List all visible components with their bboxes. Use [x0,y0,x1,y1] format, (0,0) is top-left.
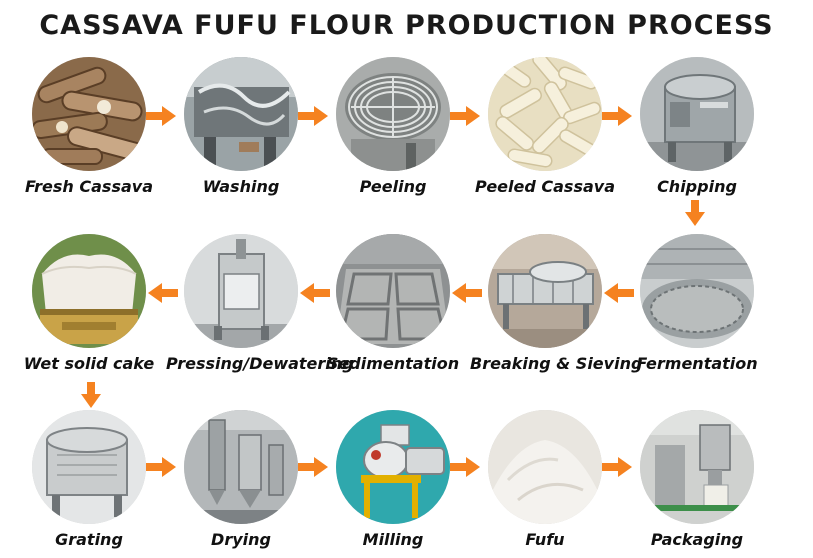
diagram-title: CASSAVA FUFU FLOUR PRODUCTION PROCESS [39,10,774,41]
step-fermentation: Fermentation [622,234,772,373]
step-grating: Grating [14,410,164,549]
step-label: Chipping [657,177,737,196]
step-label: Fresh Cassava [24,177,153,196]
step-packaging: Packaging [622,410,772,549]
step-label: Peeled Cassava [475,177,615,196]
step-label: Packaging [650,530,744,549]
flour-pile-photo [488,410,602,524]
arrow-down-icon [81,382,101,408]
grating-machine-photo [32,410,146,524]
chipping-machine-photo [640,57,754,171]
step-milling: Milling [318,410,468,549]
step-label: Grating [55,530,123,549]
packaging-machine-photo [640,410,754,524]
sedimentation-pool-photo [336,234,450,348]
step-label: Milling [362,530,424,549]
step-peeling: Peeling [318,57,468,196]
fresh-cassava-photo [32,57,146,171]
step-label: Drying [211,530,271,549]
press-machine-photo [184,234,298,348]
step-label: Peeling [359,177,427,196]
step-label: Washing [202,177,280,196]
step-label: Wet solid cake [23,354,155,373]
step-label: Sedimentation [326,354,460,373]
step-fufu: Fufu [470,410,620,549]
step-sedimentation: Sedimentation [318,234,468,373]
step-drying: Drying [166,410,316,549]
wet-cake-photo [32,234,146,348]
sieving-machine-photo [488,234,602,348]
step-label: Breaking & Sieving [470,354,643,373]
washing-machine-photo [184,57,298,171]
step-breaking-sieving: Breaking & Sieving [470,234,643,373]
step-pressing: Pressing/Dewatering [166,234,354,373]
step-chipping: Chipping [622,57,772,196]
dryer-photo [184,410,298,524]
mill-photo [336,410,450,524]
step-washing: Washing [166,57,316,196]
step-label: Fermentation [636,354,758,373]
step-label: Pressing/Dewatering [166,354,354,373]
arrow-down-icon [685,200,705,226]
fermentation-tank-photo [640,234,754,348]
step-peeled-cassava: Peeled Cassava [470,57,620,196]
peeling-drum-photo [336,57,450,171]
step-fresh-cassava: Fresh Cassava [14,57,164,196]
step-wet-solid-cake: Wet solid cake [14,234,164,373]
step-label: Fufu [525,530,565,549]
peeled-cassava-photo [488,57,602,171]
